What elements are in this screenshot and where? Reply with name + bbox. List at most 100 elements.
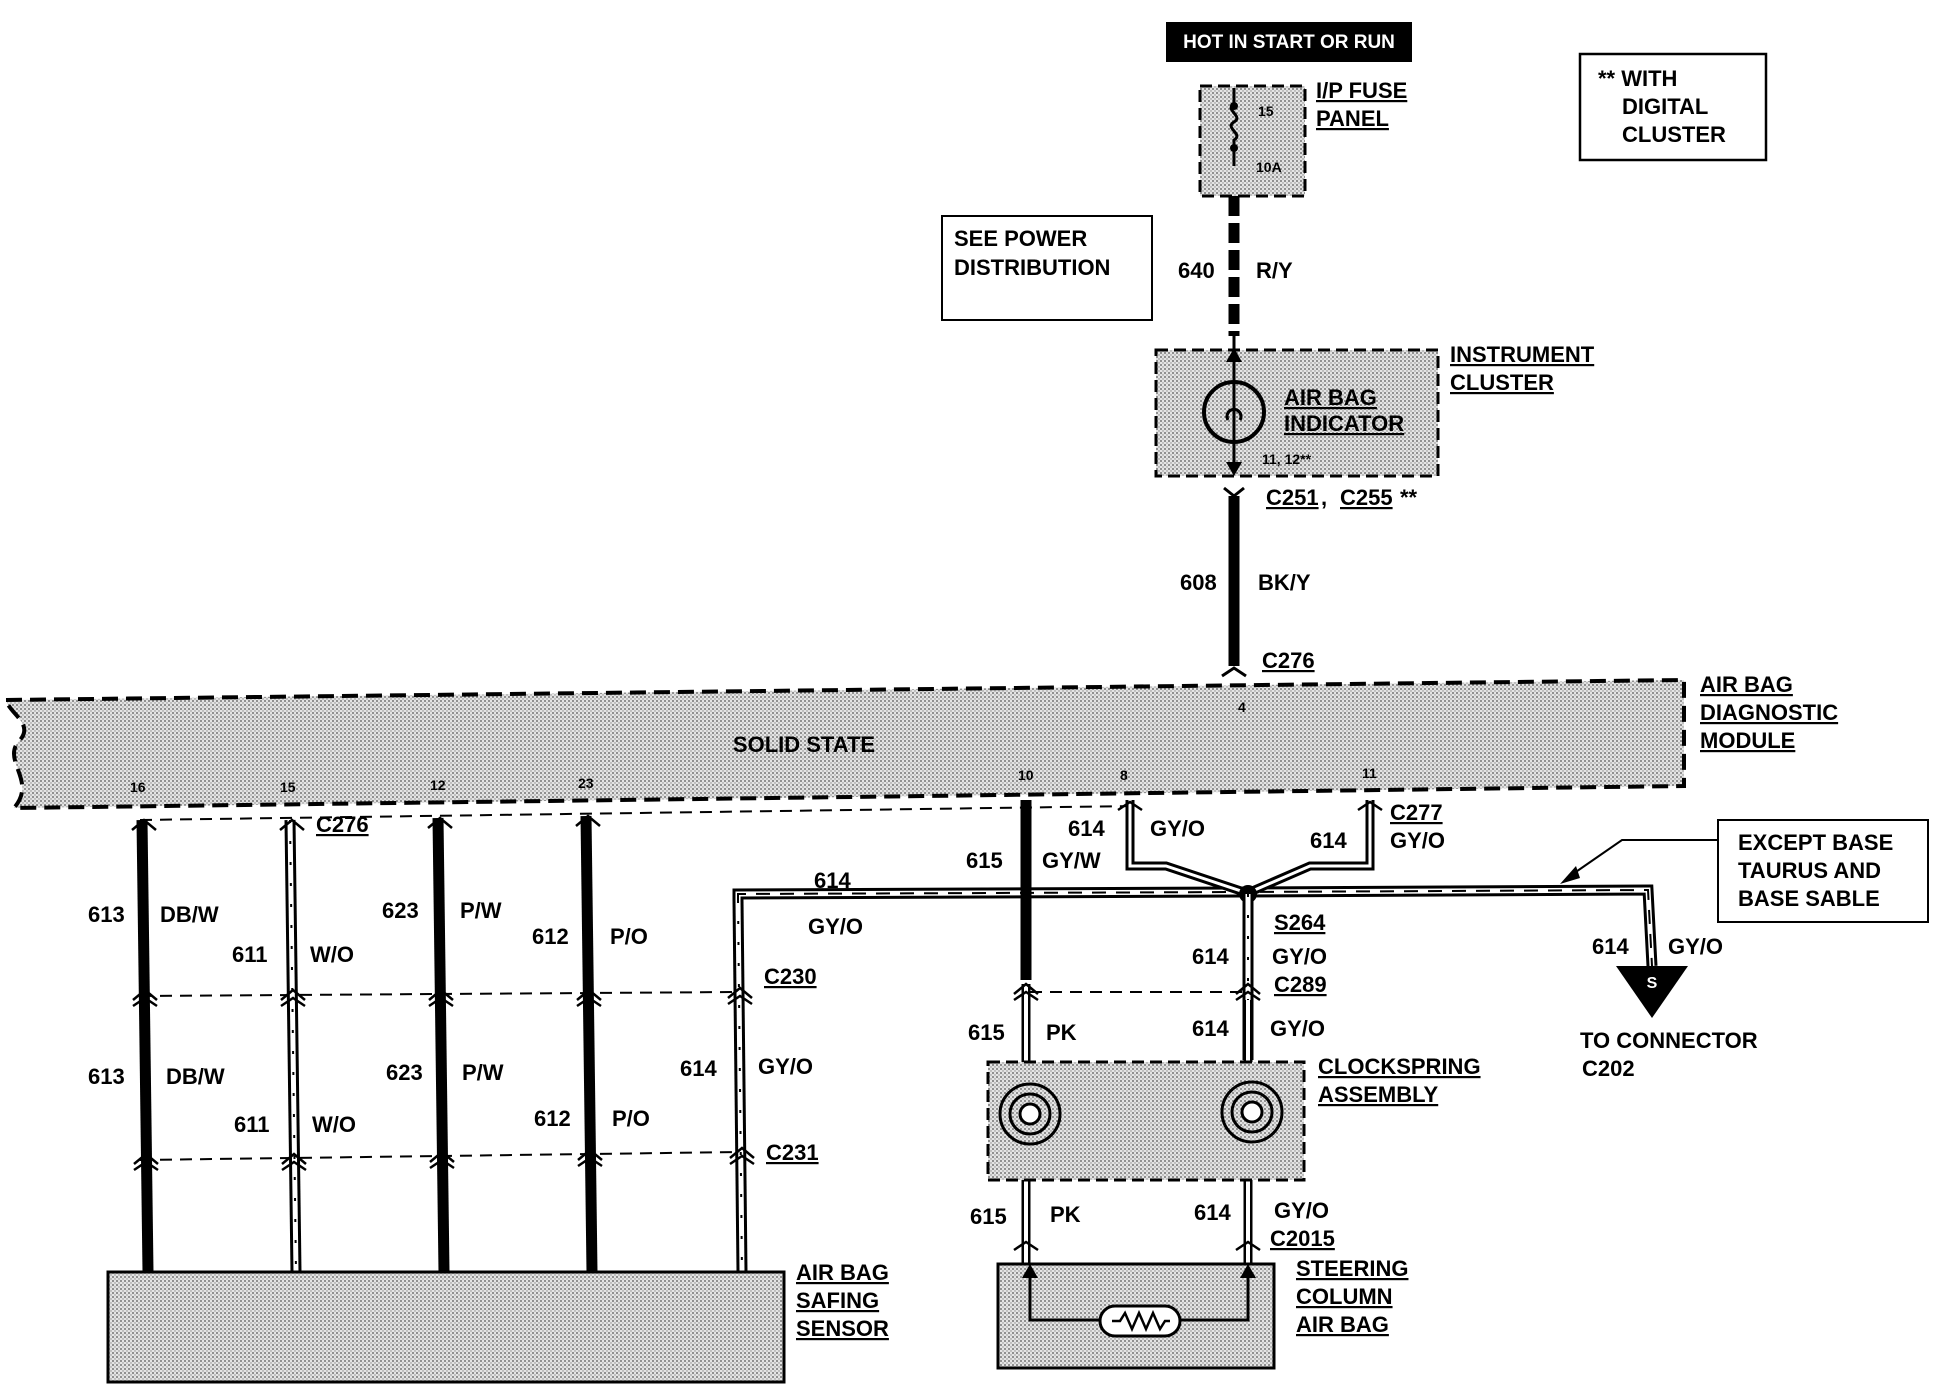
- fuse-rating: 10A: [1256, 159, 1282, 175]
- air-bag-indicator-lamp-icon: [1202, 380, 1266, 444]
- module-center-label: SOLID STATE: [733, 732, 875, 757]
- digital-cluster-note: [1578, 52, 1768, 162]
- wire-614-color-pin8: GY/O: [1150, 816, 1205, 841]
- c230-mark-613: [132, 988, 158, 1008]
- wire-640-color: R/Y: [1256, 258, 1293, 283]
- c289-mark-615: [1013, 982, 1039, 1002]
- safing-label-2: SAFING: [796, 1288, 879, 1313]
- except-base-note: [1717, 819, 1929, 923]
- indicator-filament-icon: [1225, 407, 1243, 421]
- module-pin-16: 16: [130, 779, 146, 795]
- module-pin-4: 4: [1238, 699, 1246, 715]
- diagnostic-module-box: [3, 677, 1686, 811]
- module-pin-23: 23: [578, 775, 594, 791]
- except-note-line1: EXCEPT BASE: [1738, 830, 1893, 855]
- wire-615-circuit-low: 615: [970, 1204, 1007, 1229]
- wire-614-circuit-right: 614: [1592, 934, 1629, 959]
- connector-c276-line: [139, 805, 1136, 821]
- indicator-label-2: INDICATOR: [1284, 411, 1404, 436]
- connector-c277: C277: [1390, 800, 1443, 825]
- wire-615-color-low: PK: [1050, 1202, 1081, 1227]
- connector-c2015: C2015: [1270, 1226, 1335, 1251]
- steering-label-1: STEERING: [1296, 1256, 1408, 1281]
- safing-sensor-box: [106, 1270, 786, 1384]
- c231-mark-612: [577, 1148, 603, 1168]
- wire-615-circuit-top: 615: [966, 848, 1003, 873]
- to-connector-line1: TO CONNECTOR: [1580, 1028, 1758, 1053]
- wire-615-circuit-mid: 615: [968, 1020, 1005, 1045]
- c230-mark-612: [576, 988, 602, 1008]
- wire-640-circuit: 640: [1178, 258, 1215, 283]
- module-label-1: AIR BAG: [1700, 672, 1793, 697]
- wire-614-pin11-fill: [1249, 800, 1372, 894]
- connector-c289: C289: [1274, 972, 1327, 997]
- steering-label-3: AIR BAG: [1296, 1312, 1389, 1337]
- connector-separator: ,: [1321, 485, 1327, 510]
- splice-s264: S264: [1274, 910, 1326, 935]
- clockspring-coil-left-icon: [998, 1082, 1062, 1146]
- connector-c255: C255: [1340, 485, 1393, 510]
- c230-mark-611: [280, 988, 306, 1008]
- safing-label-3: SENSOR: [796, 1316, 889, 1341]
- steering-arrow-left-icon: [1022, 1264, 1038, 1278]
- connector-c251-mark: [1223, 486, 1245, 498]
- connector-c230: C230: [764, 964, 817, 989]
- except-note-line2: TAURUS AND: [1738, 858, 1881, 883]
- wire-612: [580, 815, 598, 1273]
- connector-c276-top-mark: [1221, 666, 1247, 678]
- fuse-terminal-top: [1230, 102, 1238, 110]
- wire-614-circuit-s264: 614: [1192, 944, 1229, 969]
- wire-614-color-right: GY/O: [1668, 934, 1723, 959]
- fuse-panel-label-1: I/P FUSE: [1316, 78, 1407, 103]
- except-note-arrow-icon: [1560, 866, 1580, 884]
- wire-623-color-lower: P/W: [462, 1060, 504, 1085]
- fuse-terminal-bottom: [1230, 144, 1238, 152]
- connector-c276-top: C276: [1262, 648, 1315, 673]
- c230-mark-614: [727, 986, 753, 1006]
- wire-614-left-stripe: [735, 899, 745, 1273]
- c276-mark-612: [575, 814, 601, 827]
- clockspring-label-1: CLOCKSPRING: [1318, 1054, 1481, 1079]
- c276-mark-611: [279, 818, 305, 831]
- cluster-label-2: CLUSTER: [1450, 370, 1554, 395]
- c231-mark-614: [729, 1146, 755, 1166]
- indicator-label-1: AIR BAG: [1284, 385, 1377, 410]
- fuse-panel-box: [1198, 84, 1307, 198]
- module-label-2: DIAGNOSTIC: [1700, 700, 1838, 725]
- splice-s-mark: S: [1647, 975, 1658, 992]
- connector-c251: C251: [1266, 485, 1319, 510]
- c277-mark-pin11: [1357, 800, 1383, 812]
- cluster-arrow-out-icon: [1226, 462, 1242, 476]
- wire-614-color-mid: GY/O: [1270, 1016, 1325, 1041]
- except-note-leader: [1569, 839, 1718, 877]
- wire-615-color-mid: PK: [1046, 1020, 1077, 1045]
- wire-614-circuit-pin8: 614: [1068, 816, 1105, 841]
- wire-614-circuit-mid: 614: [1192, 1016, 1229, 1041]
- power-dist-line2: DISTRIBUTION: [954, 255, 1110, 280]
- wire-611-color-upper: W/O: [310, 942, 354, 967]
- wire-614-pin8-fill: [1128, 800, 1245, 894]
- clockspring-label-2: ASSEMBLY: [1318, 1082, 1439, 1107]
- safing-label-1: AIR BAG: [796, 1260, 889, 1285]
- cluster-label-1: INSTRUMENT: [1450, 342, 1595, 367]
- c276-mark-623: [427, 816, 453, 829]
- wire-614-color-pin11: GY/O: [1390, 828, 1445, 853]
- wire-612-color-lower: P/O: [612, 1106, 650, 1131]
- digital-note-line1: ** WITH: [1598, 66, 1677, 91]
- c231-mark-613: [133, 1152, 159, 1172]
- module-label-3: MODULE: [1700, 728, 1795, 753]
- wire-613-color-upper: DB/W: [160, 902, 219, 927]
- steering-label-2: COLUMN: [1296, 1284, 1393, 1309]
- wire-623-color-upper: P/W: [460, 898, 502, 923]
- except-note-line3: BASE SABLE: [1738, 886, 1880, 911]
- c276-mark-613: [131, 818, 157, 831]
- wire-613: [136, 819, 154, 1273]
- wire-614-circuit-pin11: 614: [1310, 828, 1347, 853]
- c231-mark-623: [429, 1150, 455, 1170]
- wire-611-color-lower: W/O: [312, 1112, 356, 1137]
- wire-614-color-low: GY/O: [1274, 1198, 1329, 1223]
- steering-arrow-right-icon: [1240, 1264, 1256, 1278]
- connector-marks: [131, 814, 755, 1172]
- c277-mark-pin8: [1117, 800, 1143, 812]
